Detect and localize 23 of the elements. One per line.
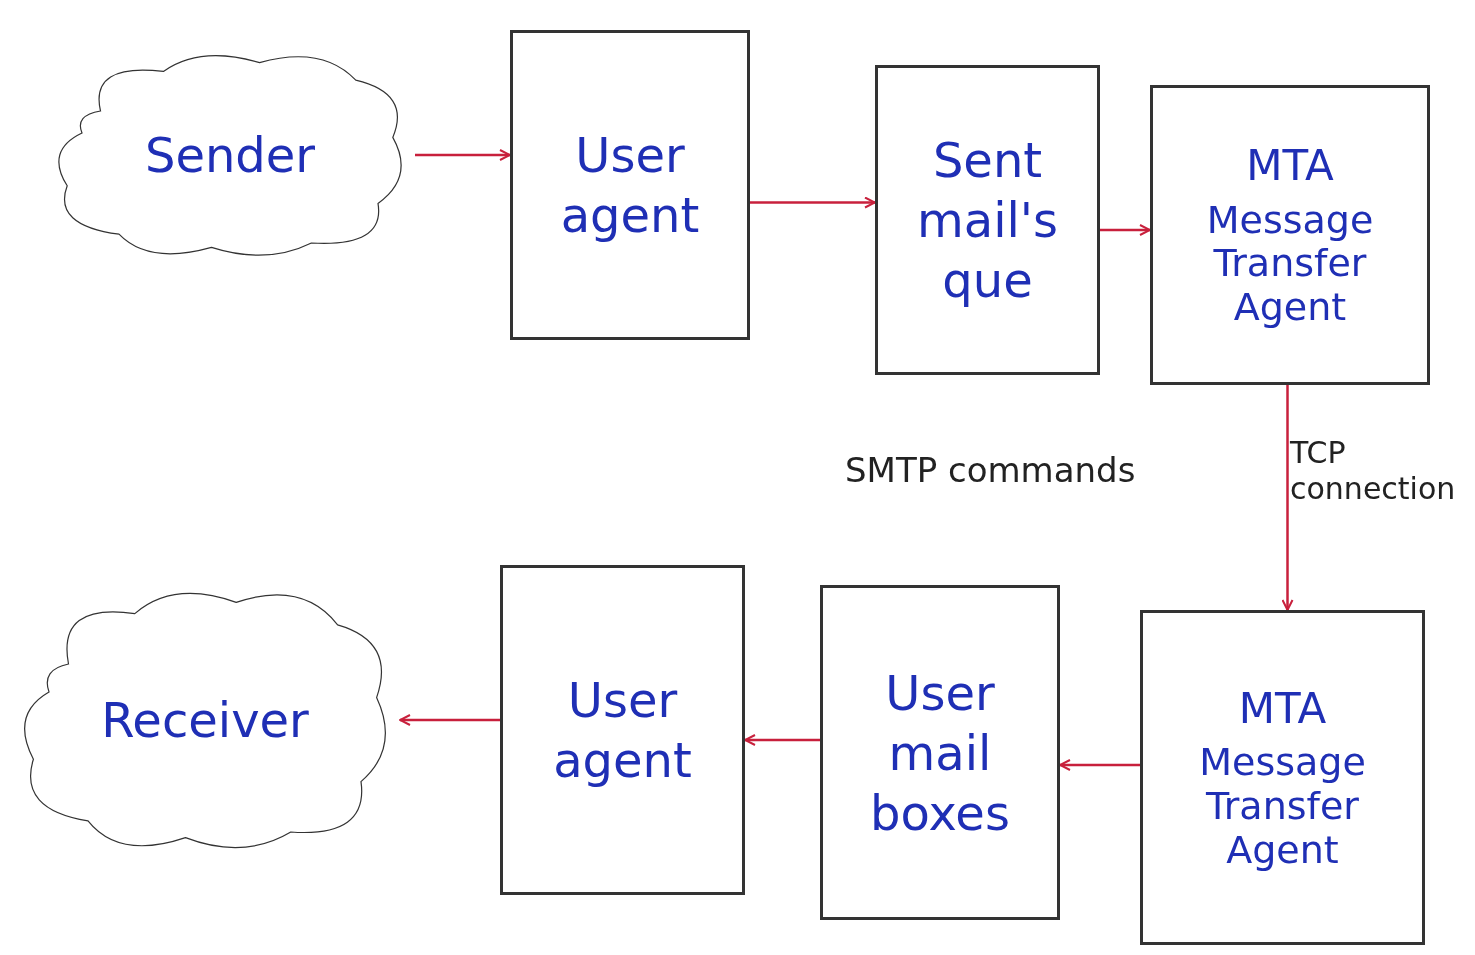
node-label: Sender xyxy=(143,126,317,185)
arrow xyxy=(744,734,820,746)
process-box xyxy=(1140,610,1425,945)
process-box xyxy=(510,30,750,340)
node-heading: MTA xyxy=(1237,682,1328,735)
arrow xyxy=(415,149,511,161)
node-label: User mail boxes xyxy=(869,663,1011,843)
node-label: Sent mail's que xyxy=(915,131,1059,310)
node-label: Message Transfer Agent xyxy=(1198,741,1367,873)
arrow xyxy=(1059,759,1140,771)
node-label: User agent xyxy=(559,126,701,245)
arrow xyxy=(750,196,876,209)
node-label: Receiver xyxy=(100,691,310,750)
process-box xyxy=(500,565,745,895)
process-box xyxy=(1150,85,1430,385)
node-heading: MTA xyxy=(1245,140,1335,193)
arrow xyxy=(1100,224,1151,236)
node-label: Message Transfer Agent xyxy=(1205,198,1375,330)
node-label: User agent xyxy=(552,671,693,790)
process-box xyxy=(820,585,1060,920)
arrow xyxy=(1281,385,1294,611)
arrow xyxy=(399,714,500,726)
process-box xyxy=(875,65,1100,375)
